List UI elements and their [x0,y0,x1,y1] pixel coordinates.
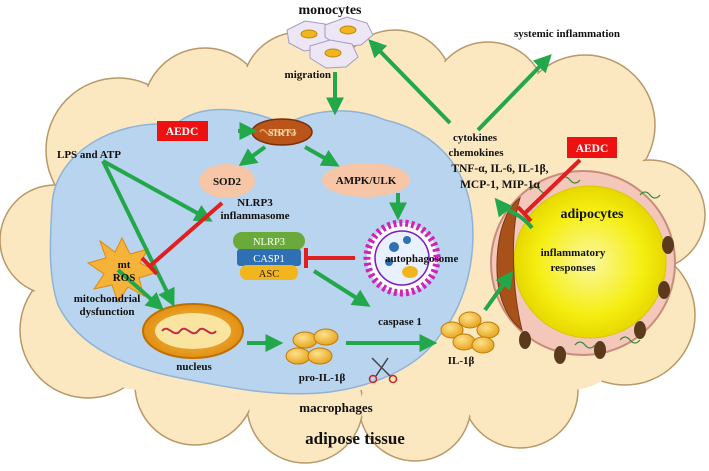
label-il1b: IL-1β [448,355,475,367]
label-aedc-left: AEDC [166,126,199,138]
label-inflammatory: inflammatory [541,247,606,259]
label-monocytes: monocytes [299,3,363,18]
label-pro-il1b: pro-IL-1β [299,372,346,384]
asc-pill [240,265,298,280]
label-sod2: SOD2 [213,176,242,188]
monocytes-cluster [286,16,374,69]
label-nlrp3-inflammasome-2: inflammasome [220,210,289,222]
label-cytokines: cytokines [453,132,498,144]
label-lps-atp: LPS and ATP [57,149,121,161]
label-sirt3: SIRT3 [268,128,296,139]
label-caspase1: caspase 1 [378,316,422,328]
nucleus [142,303,244,359]
sod2-bubble [199,164,255,198]
label-aedc-right: AEDC [576,143,609,155]
adipocyte-cell [490,170,676,364]
label-migration: migration [285,69,331,81]
label-autophagosome: autophagosome [385,253,458,265]
label-asc: ASC [259,269,279,280]
label-nucleus: nucleus [176,361,212,373]
il1b-blobs [440,311,500,354]
aedc-right-box [567,137,617,158]
label-cytokine-list-2: MCP-1, MIP-1α [460,179,540,191]
label-adipose-tissue: adipose tissue [305,429,405,448]
label-chemokines: chemokines [449,147,505,159]
label-ampk-ulk: AMPK/ULK [336,175,397,187]
label-mito-dysfunction-2: dysfunction [79,306,134,318]
label-casp1: CASP1 [253,254,285,265]
autophagosome [363,219,441,297]
scissors-icon [368,357,398,384]
label-macrophages: macrophages [299,400,372,415]
label-responses: responses [550,262,596,274]
label-mt-ros-1: mt [118,259,131,271]
label-nlrp3-inflammasome-1: NLRP3 [237,197,273,209]
inhibition-arrows [140,158,582,276]
activation-arrows [101,39,552,352]
label-cytokine-list-1: TNF-α, IL-6, IL-1β, [451,163,548,175]
label-mt-ros-2: ROS [113,272,136,284]
label-adipocytes: adipocytes [561,207,625,222]
casp1-pill [237,249,301,266]
label-nlrp3: NLRP3 [253,237,285,248]
nlrp3-pill [233,232,305,250]
pro-il1b-blobs [285,328,339,365]
label-systemic-inflammation: systemic inflammation [514,28,620,40]
aedc-left-box [157,121,208,141]
ampk-ulk-bubble [322,163,410,197]
label-mito-dysfunction-1: mitochondrial [74,293,141,305]
